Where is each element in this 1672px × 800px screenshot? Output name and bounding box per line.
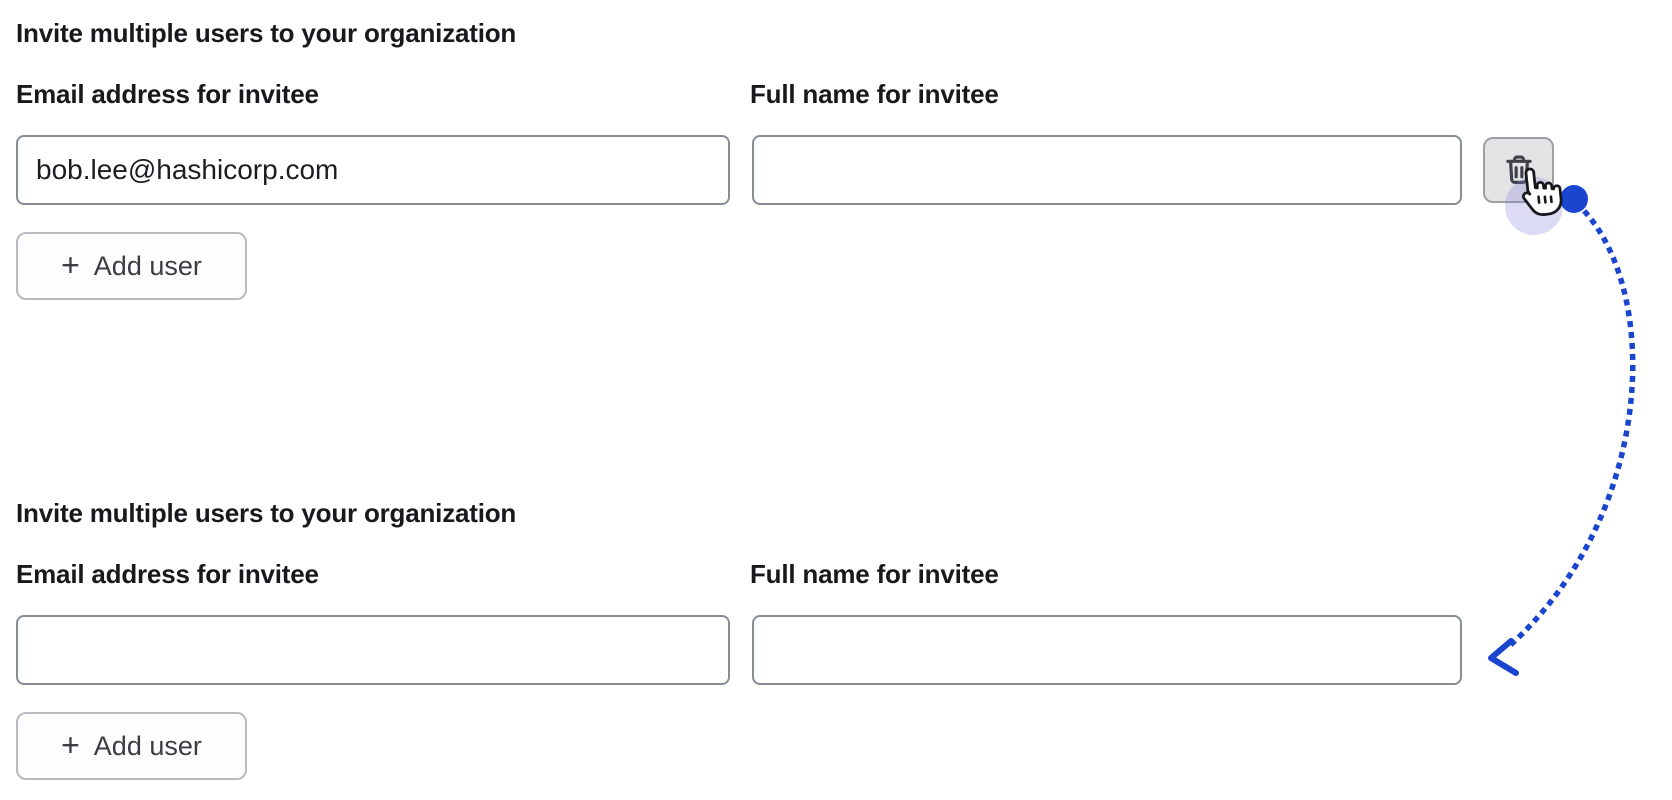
plus-icon: + <box>61 727 80 763</box>
add-user-button-label: Add user <box>93 250 202 281</box>
delete-row-button[interactable] <box>1483 137 1554 203</box>
full-name-field-label: Full name for invitee <box>750 79 999 109</box>
page-title: Invite multiple users to your organizati… <box>16 18 517 48</box>
plus-icon: + <box>61 247 80 283</box>
email-field-label: Email address for invitee <box>16 79 319 109</box>
email-field-label: Email address for invitee <box>16 559 319 589</box>
add-user-button[interactable]: + Add user <box>16 712 247 780</box>
add-user-button-label: Add user <box>93 730 202 761</box>
add-user-button[interactable]: + Add user <box>16 232 247 300</box>
email-field[interactable] <box>16 615 730 685</box>
invite-form-after: Invite multiple users to your organizati… <box>0 480 1672 800</box>
full-name-field[interactable] <box>752 615 1462 685</box>
page-title: Invite multiple users to your organizati… <box>16 498 517 528</box>
full-name-field-label: Full name for invitee <box>750 559 999 589</box>
invite-form-before: Invite multiple users to your organizati… <box>16 18 1554 300</box>
email-field[interactable] <box>16 135 730 205</box>
trash-icon <box>1501 151 1537 189</box>
full-name-field[interactable] <box>752 135 1462 205</box>
